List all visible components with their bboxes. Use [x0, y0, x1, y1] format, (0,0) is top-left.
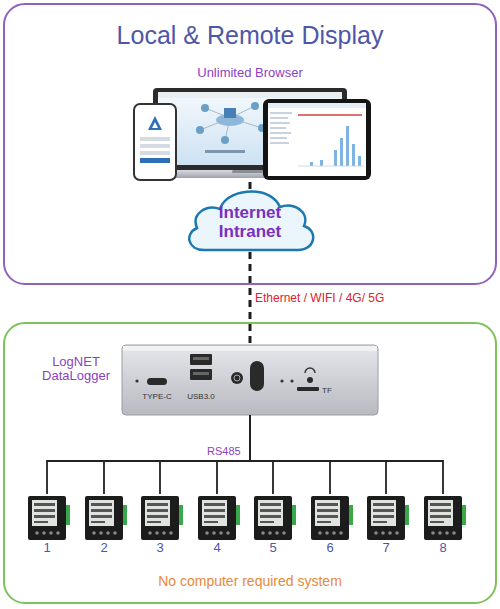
meter-node: 8 — [421, 494, 465, 556]
node-text: 8 — [421, 541, 465, 555]
meter-node: 2 — [82, 494, 126, 556]
rs485-bus-line — [250, 415, 386, 494]
node-text: Internet Intranet — [200, 204, 300, 241]
logger-panel: No computer required system LogNET DataLo… — [3, 322, 497, 604]
port-label: USB3.0 — [187, 392, 215, 401]
tablet-illustration — [263, 99, 371, 180]
meter-node: 7 — [364, 494, 408, 556]
network-cloud: Internet Intranet — [180, 190, 320, 252]
rs485-bus-line — [250, 415, 273, 494]
node-text: 5 — [251, 541, 295, 555]
meter-node: 5 — [251, 494, 295, 556]
power-meter-illustrations — [28, 496, 466, 540]
node-text: 7 — [364, 541, 408, 555]
browser-devices: Unlimited Browser — [128, 66, 372, 182]
meter-node: 1 — [25, 494, 69, 556]
network-link — [249, 182, 252, 190]
display-panel: Local & Remote DisplayUnlimited BrowserI… — [3, 3, 497, 285]
node-text: 6 — [308, 541, 352, 555]
rs485-bus-line — [47, 415, 250, 494]
meter-node: 4 — [195, 494, 239, 556]
rs485-bus-line — [104, 415, 250, 494]
rs485-bus-line — [160, 415, 250, 494]
phone-illustration — [134, 104, 176, 180]
node-text: 1 — [25, 541, 69, 555]
datalogger-illustration — [122, 345, 378, 415]
edge-label: Ethernet / WIFI / 4G/ 5G — [255, 291, 384, 305]
port-label: TYPE-C — [142, 392, 171, 401]
datalogger-box: LogNET DataLogger — [122, 343, 378, 415]
node-text: 3 — [138, 541, 182, 555]
node-text: Unlimited Browser — [128, 66, 372, 80]
meter-node: 3 — [138, 494, 182, 556]
node-text: No computer required system — [5, 574, 495, 589]
node-text: LogNET DataLogger — [36, 355, 116, 384]
node-text: 2 — [82, 541, 126, 555]
node-text: 4 — [195, 541, 239, 555]
network-link — [249, 252, 252, 343]
port-label: TF — [322, 386, 332, 395]
node-text: Local & Remote Display — [5, 22, 495, 50]
bus-label: RS485 — [206, 445, 242, 457]
rs485-bus-line — [250, 415, 443, 494]
rs485-bus-line — [250, 415, 330, 494]
meter-node: 6 — [308, 494, 352, 556]
